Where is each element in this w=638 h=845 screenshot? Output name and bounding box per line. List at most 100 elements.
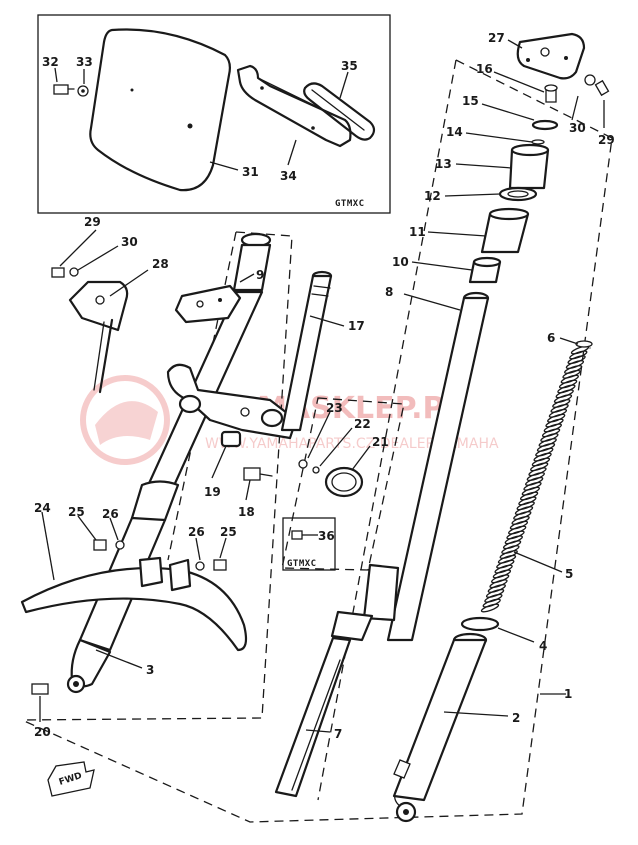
fender-stay-left (138, 556, 164, 588)
callout-13: 13 (435, 157, 452, 171)
inset-border (37, 14, 391, 214)
callout-19: 19 (204, 485, 221, 499)
spring-coil (541, 428, 561, 438)
bolt-32 (53, 84, 69, 95)
callout-35: 35 (341, 59, 358, 73)
spring-coil (499, 550, 518, 559)
spring-coil (569, 350, 588, 360)
washer-23 (298, 459, 308, 469)
right-inner-tube (330, 291, 490, 642)
callout-15: 15 (462, 94, 479, 108)
callout-30-top: 30 (569, 121, 586, 135)
callouts: 27 16 15 14 13 12 11 10 8 30 29 6 5 4 1 … (34, 31, 615, 741)
spring-coil (531, 457, 551, 467)
nut-19 (220, 430, 242, 448)
callout-34: 34 (280, 169, 297, 183)
callout-36: 36 (318, 529, 335, 543)
watermark-tagline: WWW.YAMAHAPARTS.CZ DEALER YAMAHA (205, 436, 499, 452)
callout-4: 4 (539, 639, 547, 653)
washer-15 (531, 119, 559, 131)
spring-seat (575, 340, 593, 348)
callout-9: 9 (256, 268, 264, 282)
bolt-18 (243, 467, 261, 481)
callout-20: 20 (34, 725, 51, 739)
callout-10: 10 (392, 255, 409, 269)
inner-tube-17 (280, 270, 333, 432)
callout-28: 28 (152, 257, 169, 271)
washer-30-top (584, 74, 596, 86)
kit-model-label: GTMXC (287, 559, 317, 569)
washer-22 (312, 466, 320, 474)
callout-29-left: 29 (84, 215, 101, 229)
callout-7: 7 (334, 727, 342, 741)
spring-coil (553, 394, 573, 404)
headlight-stay (516, 32, 586, 80)
spring-coil (516, 501, 535, 511)
callout-32: 32 (42, 55, 59, 69)
plate-hole (187, 123, 193, 129)
left-dust-seal (130, 480, 180, 524)
callout-11: 11 (409, 225, 426, 239)
upper-bracket (174, 284, 242, 324)
callout-31: 31 (242, 165, 259, 179)
callout-23: 23 (326, 401, 343, 415)
callout-24: 24 (34, 501, 51, 515)
callout-27: 27 (488, 31, 505, 45)
kit-box (282, 517, 336, 571)
spring-coil (536, 442, 556, 452)
callout-21: 21 (372, 435, 389, 449)
callout-29-top: 29 (598, 133, 615, 147)
spring-coil (564, 365, 583, 374)
bolt-29-left (51, 267, 65, 278)
callout-30-left: 30 (121, 235, 138, 249)
plate-bracket (236, 64, 352, 148)
callout-8: 8 (385, 285, 393, 299)
callout-5: 5 (565, 567, 573, 581)
washer-26-left (115, 540, 125, 550)
spring-coil (484, 593, 503, 603)
lamp-bracket-28 (51, 267, 129, 394)
callout-18: 18 (238, 505, 255, 519)
callout-25-left: 25 (68, 505, 85, 519)
bolt-25-right (213, 559, 227, 571)
damper-rod (274, 636, 352, 798)
callout-2: 2 (512, 711, 520, 725)
screw-36 (291, 530, 303, 540)
fork-spring (480, 345, 591, 613)
plate-band (303, 82, 376, 141)
bolt-20 (31, 683, 49, 695)
right-outer-tube (392, 632, 488, 823)
callout-26-left: 26 (102, 507, 119, 521)
callout-6: 6 (547, 331, 555, 345)
front-fender (20, 539, 248, 695)
spring-coil (506, 530, 525, 540)
spring-coil (511, 515, 530, 525)
washer-30-left (69, 267, 79, 277)
spring-coil (558, 379, 578, 389)
callout-33: 33 (76, 55, 93, 69)
steering-head-parts (468, 32, 610, 284)
spring-coil (480, 603, 500, 613)
callout-1: 1 (564, 687, 572, 701)
spring-coil (521, 486, 540, 496)
callout-22: 22 (354, 417, 371, 431)
bolt-25-left (93, 539, 107, 551)
forward-arrow: FWD (47, 761, 95, 797)
inset-number-plate-kit: 32 33 31 34 35 GTMXC (37, 14, 391, 214)
callout-26-right: 26 (188, 525, 205, 539)
callout-3: 3 (146, 663, 154, 677)
o-ring (460, 616, 500, 632)
bolt-29-top (594, 79, 610, 97)
ring-14 (531, 139, 545, 145)
plate-hole-top (130, 88, 134, 92)
inset-model-label: GTMXC (335, 199, 365, 209)
reflector-21 (324, 466, 364, 498)
washer-26-right (195, 561, 205, 571)
callout-14: 14 (446, 125, 463, 139)
callout-17: 17 (348, 319, 365, 333)
number-plate (89, 28, 231, 192)
spring-coil (547, 413, 566, 423)
callout-16: 16 (476, 62, 493, 76)
callout-12: 12 (424, 189, 441, 203)
